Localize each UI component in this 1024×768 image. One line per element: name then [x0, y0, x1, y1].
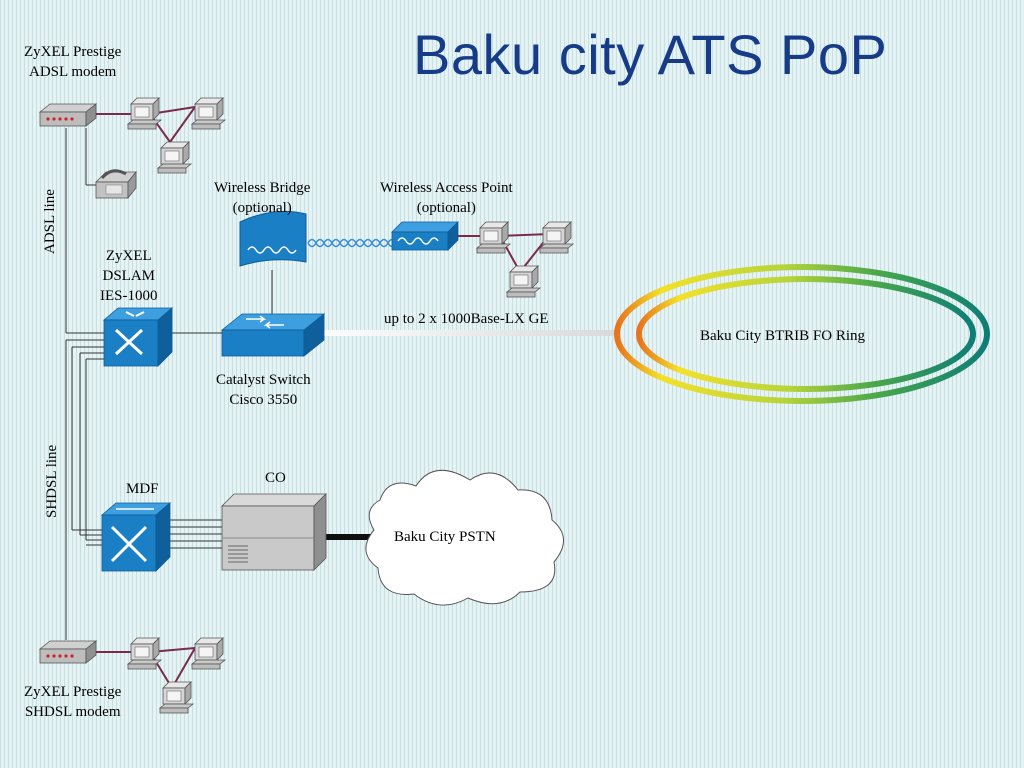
co-label: CO	[265, 470, 286, 486]
uplink-label: up to 2 x 1000Base-LX GE	[384, 311, 549, 327]
wireless-bridge-label: Wireless Bridge (optional)	[214, 180, 311, 216]
computer-icon	[191, 637, 226, 670]
computer-icon	[127, 637, 162, 670]
wireless-bridge-icon	[239, 210, 307, 267]
computer-icon	[506, 265, 541, 298]
adsl-modem-icon	[39, 103, 97, 127]
pstn-label: Baku City PSTN	[394, 529, 496, 545]
catalyst-switch-icon	[220, 313, 326, 357]
catalyst-label: Catalyst Switch Cisco 3550	[216, 372, 311, 408]
access-point-icon	[391, 221, 459, 251]
shdsl-line-label: SHDSL line	[44, 444, 60, 518]
mdf-switch-icon	[100, 502, 172, 572]
computer-icon	[476, 221, 511, 254]
fo-ring-icon	[614, 264, 990, 404]
dslam-label: ZyXEL DSLAM IES-1000	[100, 248, 158, 304]
co-server-icon	[221, 493, 327, 571]
computer-icon	[127, 97, 162, 130]
ring-label: Baku City BTRIB FO Ring	[700, 328, 866, 344]
telephone-icon	[95, 169, 137, 200]
mdf-label: MDF	[126, 481, 159, 497]
dslam-switch-icon	[102, 307, 174, 367]
mdf-co-links	[168, 519, 222, 549]
adsl-modem-label: ZyXEL Prestige ADSL modem	[24, 44, 122, 80]
computer-icon	[539, 221, 574, 254]
wireless-ap-label: Wireless Access Point (optional)	[380, 180, 513, 216]
access-lines	[65, 128, 104, 640]
pstn-cloud-icon	[365, 469, 564, 606]
computer-icon	[159, 681, 194, 714]
wireless-link	[307, 238, 397, 248]
shdsl-modem-icon	[39, 640, 97, 664]
computer-icon	[157, 141, 192, 174]
computer-icon	[191, 97, 226, 130]
page-title: Baku city ATS PoP	[413, 23, 888, 86]
uplink-link	[322, 330, 614, 336]
adsl-line-label: ADSL line	[42, 189, 58, 254]
shdsl-modem-label: ZyXEL Prestige SHDSL modem	[24, 684, 122, 720]
